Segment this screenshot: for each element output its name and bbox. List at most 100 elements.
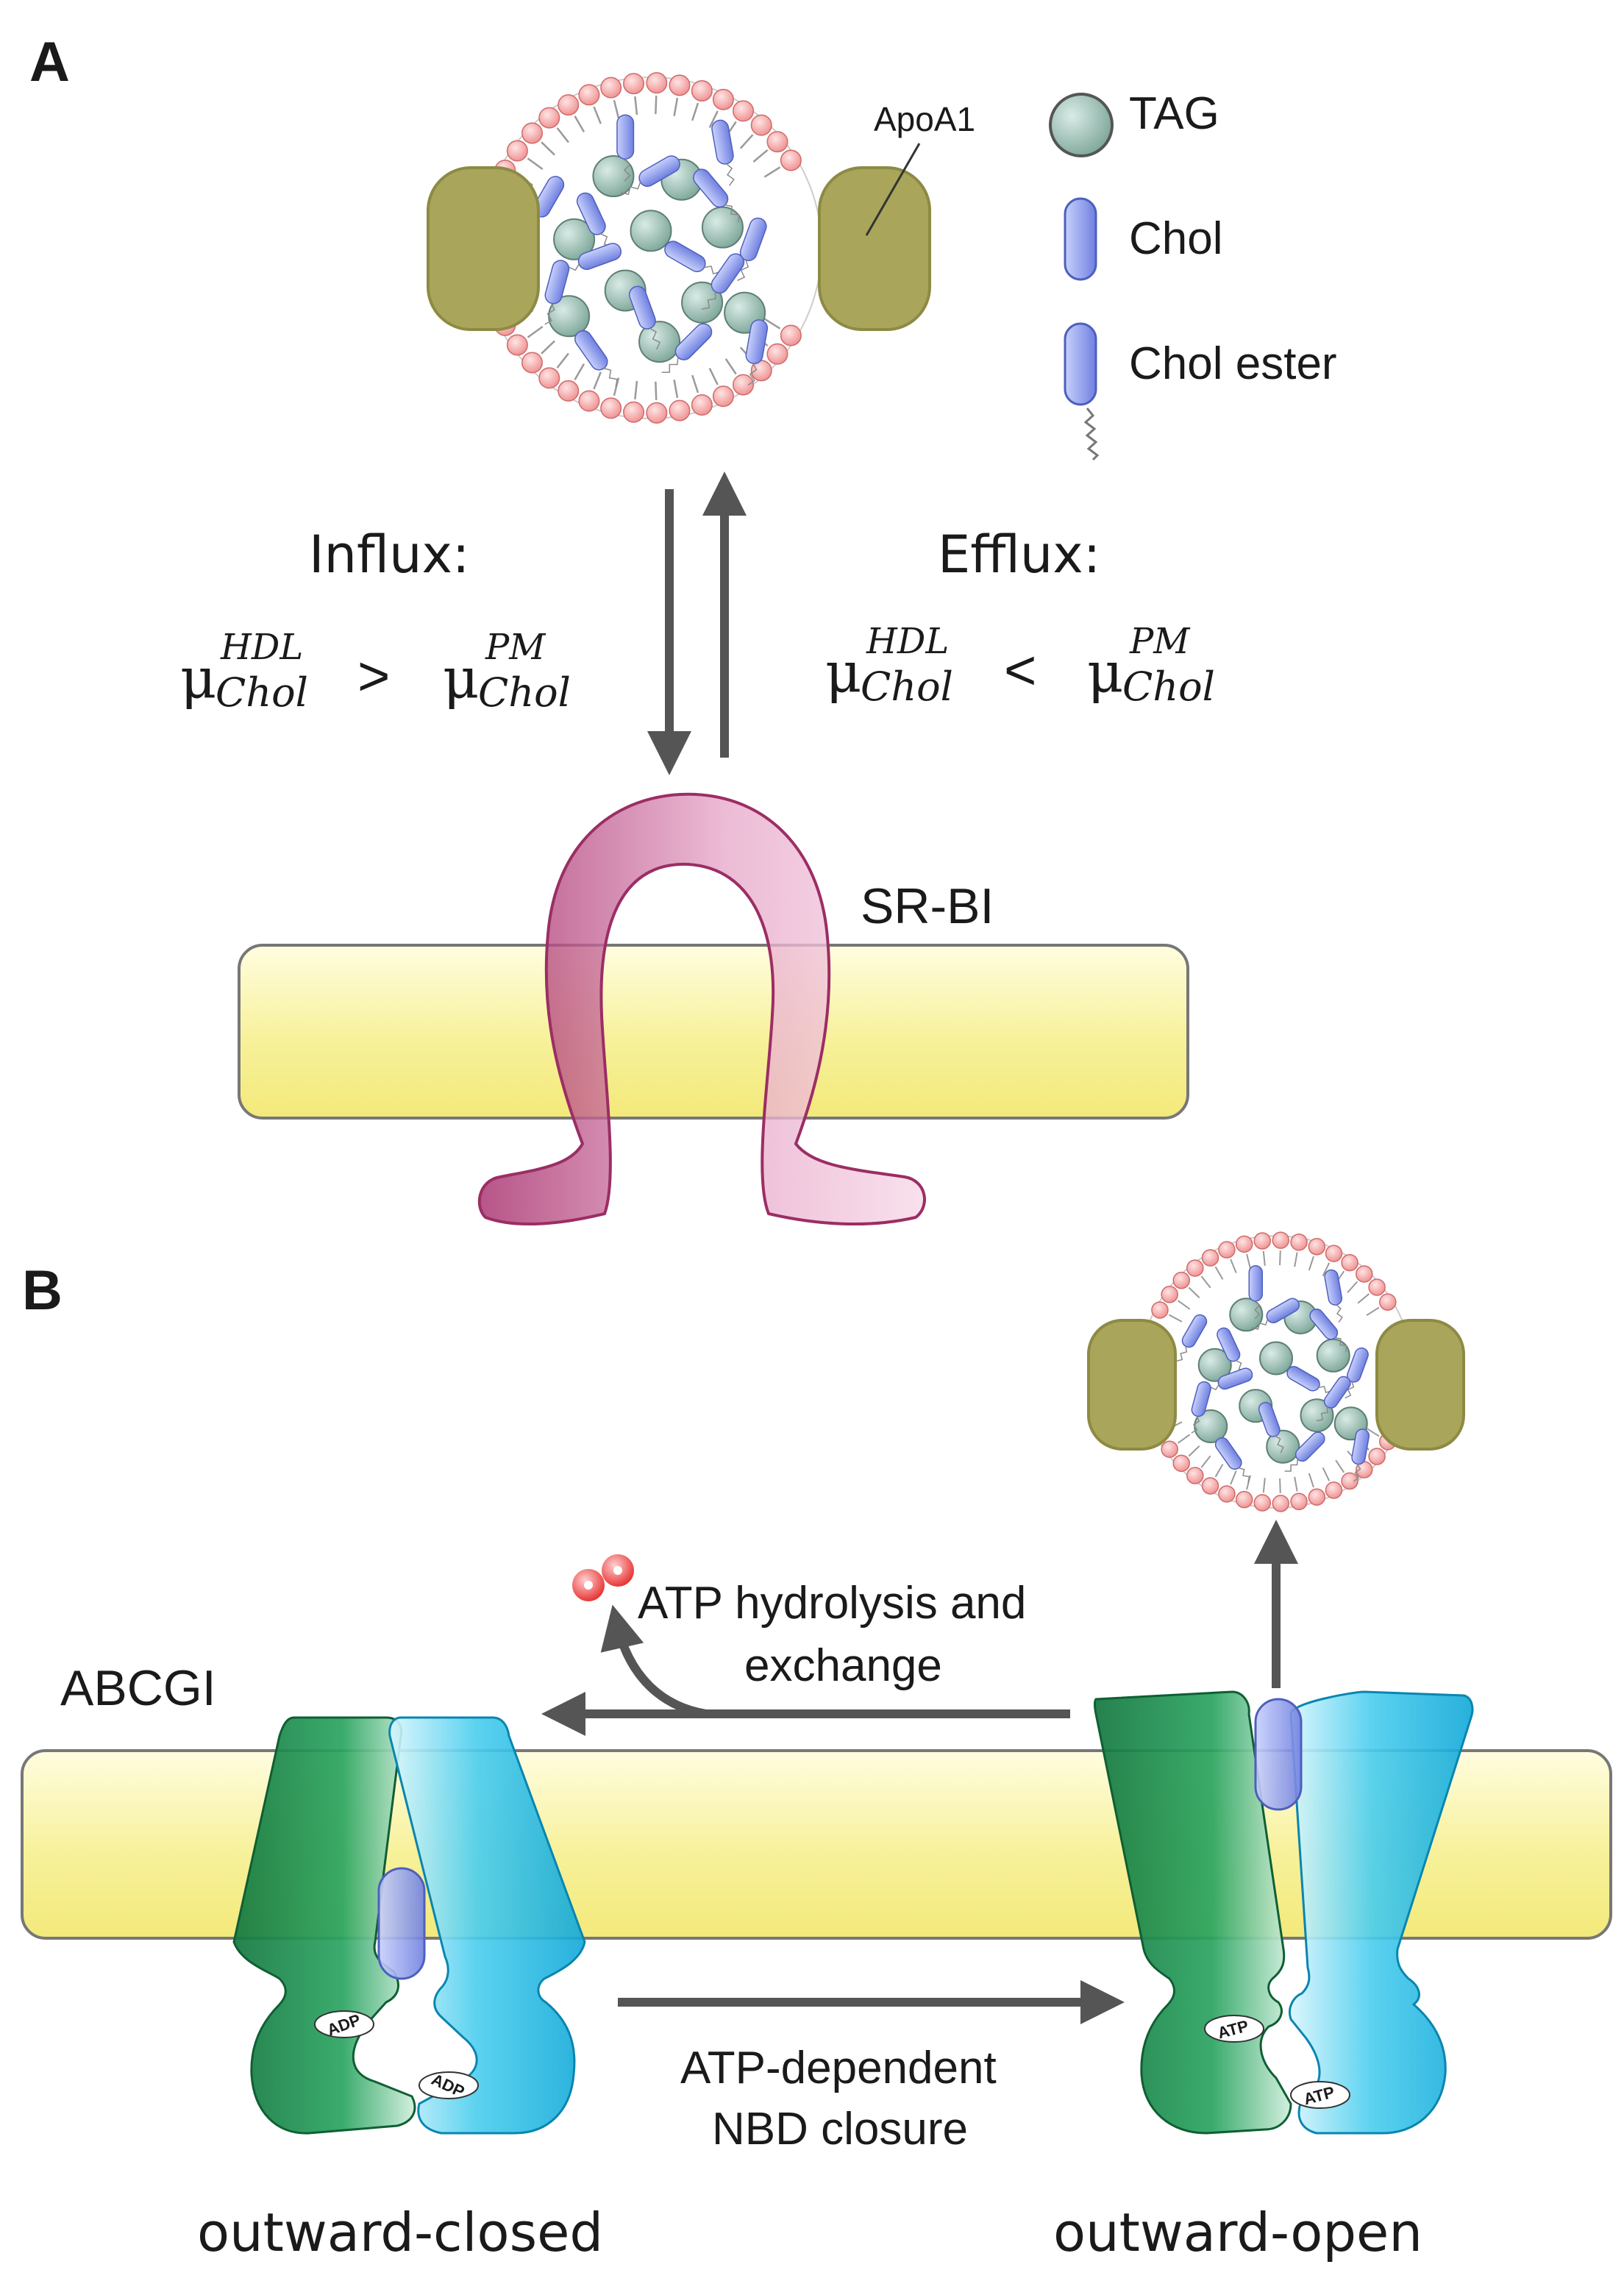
lipid-head — [1172, 1271, 1190, 1289]
lipid-head — [1272, 1495, 1289, 1512]
lipid-tail — [593, 371, 602, 390]
lipid-head — [646, 402, 668, 424]
mu-symbol: μ — [180, 645, 216, 711]
legend-tag-label: TAG — [1129, 88, 1219, 139]
lipid-head — [578, 390, 600, 412]
cholesterol-molecule — [693, 168, 740, 223]
lipid-tail — [1335, 1459, 1345, 1473]
lipid-tail — [673, 97, 679, 116]
cholesterol-molecule — [544, 260, 570, 325]
lipid-head — [600, 76, 622, 99]
lipid-tail — [574, 115, 585, 133]
lipid-tail — [1177, 1434, 1191, 1444]
cholesterol-molecule — [1284, 1431, 1325, 1472]
lipid-tail — [1308, 1473, 1314, 1488]
atp-exchange-label: exchange — [744, 1640, 942, 1691]
cholesterol-molecule — [745, 319, 769, 386]
cholesterol-molecule — [1324, 1269, 1343, 1323]
abcg1-outward-open: ATP ATP — [1094, 1690, 1474, 2135]
lipid-head — [766, 343, 788, 365]
lipid-head — [1218, 1485, 1236, 1503]
influx-operator: > — [357, 645, 390, 708]
mu-symbol: μ — [1087, 639, 1123, 705]
lipid-head — [646, 72, 668, 94]
lipid-tail — [708, 368, 719, 385]
lipid-tail — [1200, 1455, 1211, 1468]
hdl-particle-a — [427, 72, 931, 424]
lipid-tail — [1214, 1266, 1224, 1280]
mu-symbol: μ — [443, 645, 479, 711]
tag-molecule — [701, 206, 744, 249]
lipid-head — [1308, 1488, 1326, 1506]
legend-chol-ester-label: Chol ester — [1129, 338, 1337, 389]
lipid-head — [1290, 1492, 1308, 1511]
lipid-tail — [1262, 1478, 1266, 1493]
lipid-head — [712, 88, 734, 110]
adp-release-arrow — [600, 1604, 708, 1718]
lipid-head — [558, 94, 580, 116]
cholesterol-molecule — [1248, 1265, 1263, 1320]
lipid-tail — [1188, 1287, 1200, 1298]
efflux-equation: μ HDL Chol < μ PM Chol — [825, 621, 1215, 710]
lipid-tail — [593, 106, 602, 124]
lipid-head — [1368, 1448, 1386, 1465]
cholesterol-molecule — [1345, 1347, 1369, 1399]
lipid-head — [538, 367, 560, 389]
lipid-head — [521, 352, 544, 374]
efflux-operator: < — [1004, 639, 1036, 702]
cholesterol-molecule — [616, 114, 635, 182]
lipid-head — [1235, 1235, 1253, 1253]
lipid-head — [1368, 1278, 1386, 1296]
lipid-head — [1253, 1494, 1272, 1512]
sub-chol: Chol — [1122, 663, 1215, 710]
lipid-tail — [1308, 1256, 1314, 1271]
lipid-head — [1341, 1253, 1358, 1272]
lipid-head — [538, 107, 560, 129]
lipid-tail — [527, 325, 544, 338]
panel-label-b: B — [22, 1259, 63, 1322]
lipid-head — [521, 122, 544, 144]
lipid-head — [1341, 1472, 1358, 1490]
adp-pocket — [314, 2010, 374, 2038]
cholesterol-molecule — [1258, 1401, 1284, 1453]
lipid-tail — [1366, 1427, 1380, 1437]
lipid-tail — [1366, 1306, 1380, 1317]
lipid-head — [712, 385, 734, 408]
lipid-tail — [752, 149, 769, 163]
sub-chol: Chol — [861, 663, 953, 710]
tag-molecule — [1197, 1348, 1232, 1382]
lipid-head — [780, 149, 802, 171]
mu-symbol: μ — [825, 639, 861, 705]
lipid-tail — [655, 96, 658, 115]
outward-open-label: outward-open — [1053, 2202, 1422, 2263]
atp-dependent-label: ATP-dependent — [680, 2043, 997, 2093]
sr-bi-receptor — [477, 792, 926, 1226]
lipid-tail — [1246, 1253, 1251, 1269]
lipid-tail — [541, 141, 555, 156]
lipid-tail — [1322, 1467, 1331, 1481]
sub-chol: Chol — [216, 669, 308, 716]
cholesterol-molecule — [737, 217, 767, 282]
lipid-head — [506, 140, 528, 162]
cholesterol-molecule — [1309, 1309, 1347, 1352]
legend: TAG Chol Chol ester — [1049, 88, 1337, 461]
lipid-tail — [1200, 1275, 1211, 1289]
influx-equation: μ HDL Chol > μ PM Chol — [180, 627, 571, 716]
lipid-tail — [673, 380, 679, 399]
lipid-head — [1161, 1286, 1178, 1303]
atp-hydrolysis-label: ATP hydrolysis and — [638, 1578, 1026, 1629]
lipid-head — [1290, 1233, 1308, 1251]
chol-ester-legend-icon — [1064, 322, 1100, 461]
lipid-head — [623, 401, 645, 423]
lipid-tail — [1279, 1478, 1281, 1493]
cholesterol-molecule — [711, 119, 735, 186]
adp-pocket — [419, 2071, 479, 2099]
lipid-tail — [1279, 1250, 1281, 1266]
abcg1-cyan-monomer — [388, 1716, 586, 2135]
panel-label-a: A — [29, 31, 70, 93]
apoa1-protein — [1087, 1319, 1177, 1451]
cholesterol-molecule — [377, 1867, 426, 1980]
abcg1-cyan-monomer — [1289, 1690, 1474, 2135]
lipid-tail — [1262, 1250, 1266, 1266]
